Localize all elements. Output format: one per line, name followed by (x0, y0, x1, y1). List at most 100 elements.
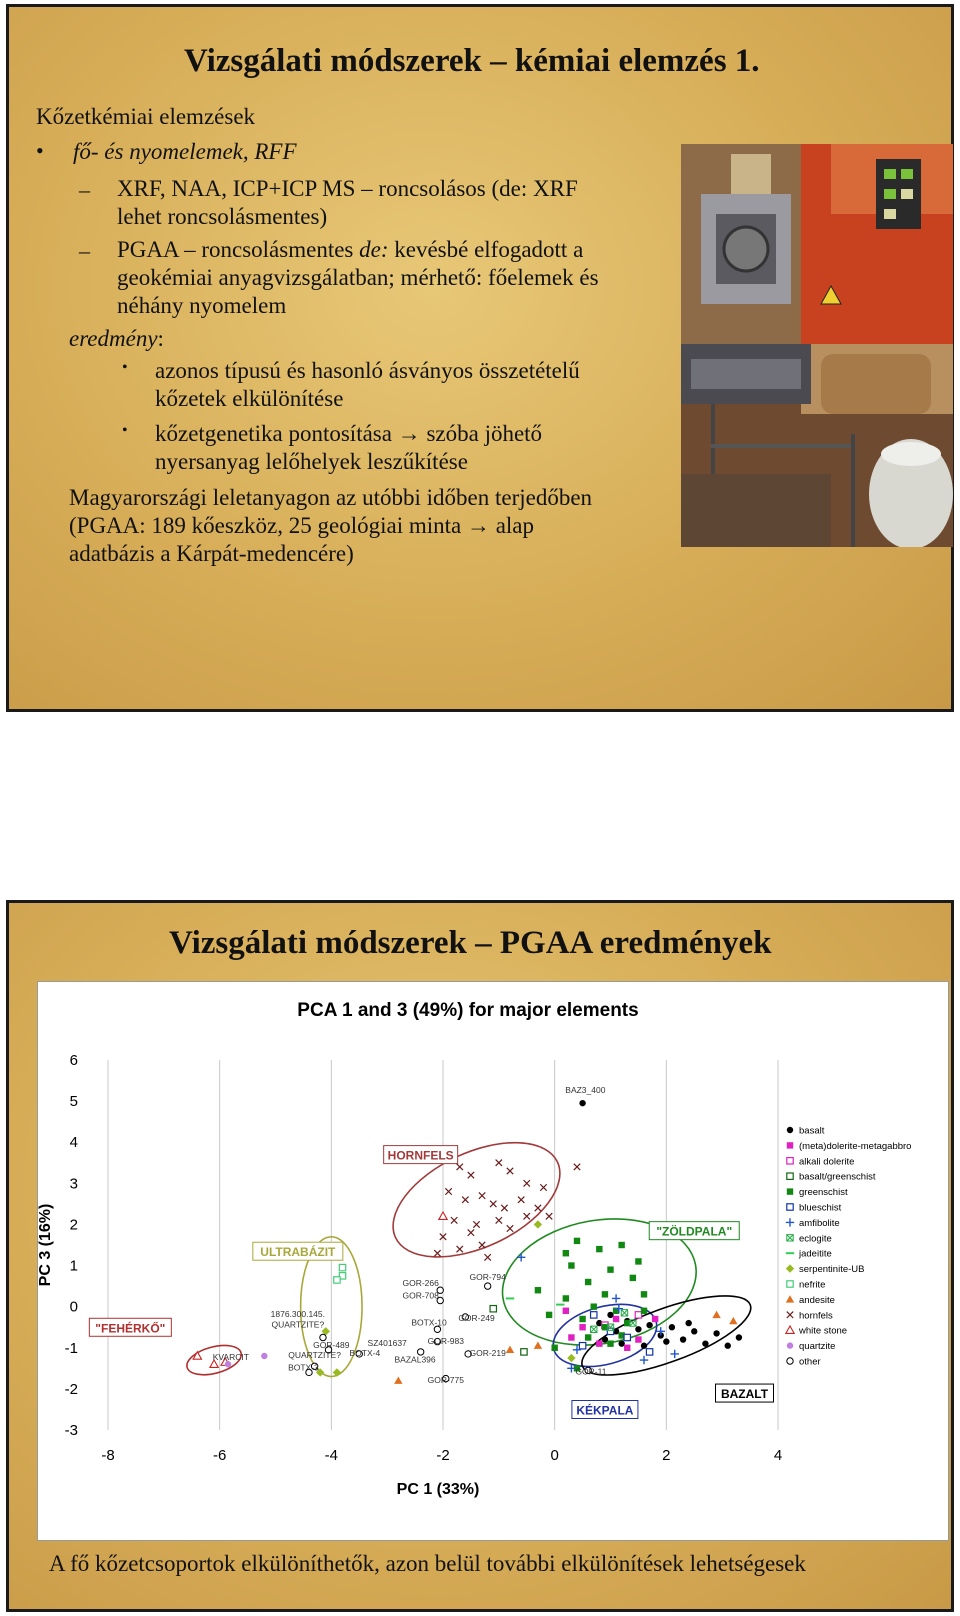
data-point (640, 1291, 648, 1298)
data-point (601, 1291, 609, 1298)
data-point (663, 1338, 670, 1345)
group-label-box (648, 1221, 740, 1241)
group-label-box (571, 1400, 639, 1419)
data-point (436, 1286, 444, 1294)
group-label: "FEHÉRKŐ" (95, 1320, 165, 1335)
data-point (489, 1304, 498, 1313)
data-point (635, 1336, 642, 1343)
data-point (484, 1253, 492, 1261)
data-point (712, 1310, 721, 1319)
data-point (590, 1303, 597, 1310)
legend-label: andesite (799, 1295, 835, 1306)
point-annotation: BAZ3_400 (565, 1085, 605, 1095)
data-point (729, 1316, 738, 1325)
legend-label: (meta)dolerite-metagabbro (799, 1141, 911, 1152)
slide-1: Vizsgálati módszerek – kémiai elemzés 1.… (6, 4, 954, 712)
data-point (310, 1362, 319, 1370)
legend-marker (786, 1203, 794, 1211)
data-point (702, 1340, 709, 1347)
sub-bullet-text: kőzetgenetika pontosítása → szóba jöhető (155, 421, 543, 446)
result-label: eredmény: (69, 325, 164, 353)
sub-bullet-text-cont: nyersanyag lelőhelyek leszűkítése (155, 449, 468, 474)
group-label-box (88, 1317, 172, 1337)
legend-marker (785, 1218, 795, 1227)
data-point (618, 1332, 625, 1339)
point-annotation: KVARCIT (213, 1352, 249, 1362)
data-point (464, 1350, 472, 1358)
legend-marker (786, 1157, 794, 1165)
point-annotation: 1876.300.145. (271, 1309, 325, 1319)
data-point (614, 1304, 624, 1313)
legend-label: quartzite (799, 1341, 835, 1352)
y-tick-label: 0 (70, 1299, 78, 1316)
data-point (640, 1307, 648, 1314)
paragraph-cont: (PGAA: 189 kőeszköz, 25 geológiai minta … (69, 513, 535, 538)
data-point (472, 1220, 481, 1229)
legend-marker (786, 1172, 794, 1181)
data-point (668, 1324, 676, 1331)
group-label: ULTRABÁZIT (260, 1244, 336, 1259)
legend-label: basalt (799, 1126, 825, 1137)
legend-label: greenschist (799, 1187, 848, 1198)
x-tick-label: -4 (325, 1447, 338, 1464)
y-tick-label: 3 (70, 1175, 78, 1192)
data-point (670, 1349, 679, 1359)
data-point (618, 1340, 625, 1347)
point-annotation: BOTX-3 (288, 1363, 319, 1373)
slide-title: Vizsgálati módszerek – PGAA eredmények (169, 925, 772, 961)
photo-illustration (681, 144, 953, 547)
data-point (567, 1353, 576, 1363)
data-point (442, 1374, 450, 1383)
sub-bullet-marker: • (122, 359, 128, 376)
data-point (573, 1237, 581, 1245)
legend-label: white stone (798, 1326, 847, 1337)
data-point (635, 1326, 642, 1333)
point-annotation: GOR-708 (402, 1291, 439, 1301)
data-point (640, 1342, 648, 1349)
data-point (478, 1241, 486, 1249)
x-tick-label: 2 (662, 1447, 670, 1464)
data-point (520, 1348, 528, 1356)
legend-marker (786, 1188, 794, 1195)
legend-label: alkali dolerite (799, 1156, 854, 1167)
point-annotation: GOR-266 (402, 1278, 439, 1288)
data-point (596, 1340, 603, 1347)
data-point (590, 1325, 598, 1333)
point-annotation: GOR-249 (458, 1313, 495, 1323)
legend-marker (786, 1342, 794, 1349)
y-tick-label: -1 (65, 1340, 78, 1357)
legend-label: jadeitite (798, 1249, 832, 1260)
data-point (612, 1307, 620, 1314)
legend-marker (786, 1357, 794, 1365)
data-point (624, 1319, 631, 1327)
data-point (505, 1345, 515, 1354)
point-annotation: GOR-983 (428, 1336, 465, 1346)
sub-bullet-marker: • (122, 422, 128, 439)
data-point (315, 1368, 325, 1377)
legend-marker (786, 1126, 794, 1134)
result-label-text: eredmény (69, 326, 158, 351)
x-tick-label: 0 (550, 1447, 558, 1464)
data-point (192, 1350, 203, 1360)
paragraph: Magyarországi leletanyagon az utóbbi idő… (69, 485, 593, 510)
data-point (506, 1224, 514, 1233)
point-annotation: GOR-11 (575, 1367, 606, 1377)
data-point (601, 1324, 609, 1331)
point-annotation: QUARTZITE? (288, 1350, 341, 1360)
y-tick-label: 6 (70, 1052, 78, 1069)
point-annotation: GOR-489 (313, 1340, 350, 1350)
data-point (305, 1368, 313, 1377)
data-point (545, 1311, 553, 1319)
pca-chart-panel: PCA 1 and 3 (49%) for major elements-8-6… (37, 981, 949, 1541)
data-point (467, 1229, 475, 1237)
data-point (607, 1266, 614, 1273)
pca-scatter-chart: PCA 1 and 3 (49%) for major elements-8-6… (37, 1000, 911, 1498)
data-point (261, 1352, 268, 1360)
dash-text-cont: néhány nyomelem (117, 293, 287, 318)
data-point (478, 1192, 486, 1200)
data-point (523, 1212, 531, 1220)
data-point (620, 1309, 629, 1317)
data-point (607, 1311, 614, 1319)
data-point (338, 1263, 347, 1272)
data-point (679, 1336, 687, 1343)
